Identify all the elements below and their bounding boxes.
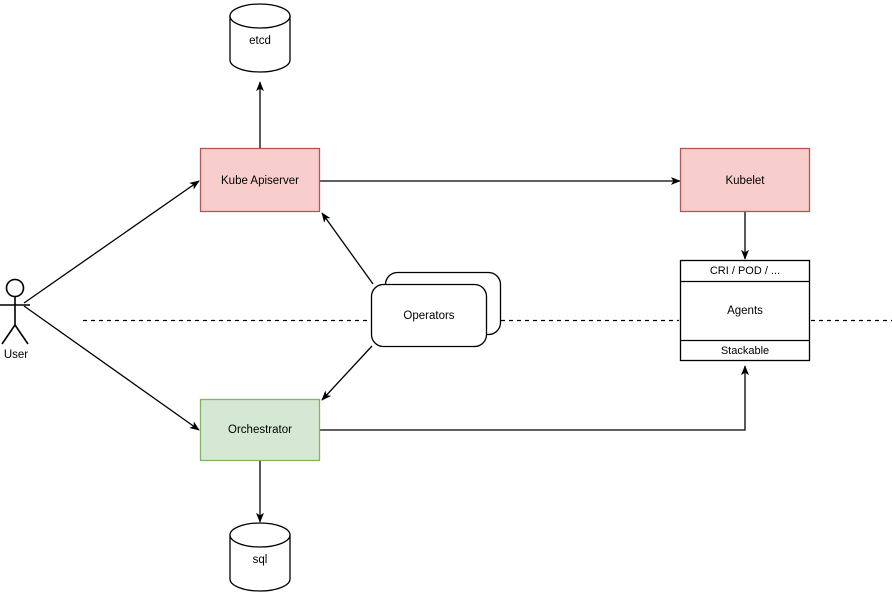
edge-layer	[23, 81, 749, 523]
sql-label: sql	[253, 554, 268, 566]
node-kubelet[interactable]: Kubelet	[679, 147, 811, 213]
agents-body-label: Agents	[727, 305, 763, 317]
etcd-cylinder-body	[229, 15, 291, 73]
node-agents[interactable]: CRI / POD / ... Agents Stackable	[679, 259, 811, 362]
user-label: User	[4, 349, 28, 361]
edge-user-to-orchestrator	[23, 305, 200, 431]
agents-outer-box	[679, 259, 811, 362]
kube-apiserver-box	[199, 147, 321, 213]
operators-label: Operators	[403, 310, 454, 322]
kube-apiserver-label: Kube Apiserver	[221, 175, 299, 187]
operators-stack-front	[370, 283, 488, 348]
node-orchestrator[interactable]: Orchestrator	[199, 398, 321, 462]
etcd-label: etcd	[249, 35, 271, 47]
user-leg-left	[1, 324, 16, 345]
sql-cylinder-body	[229, 534, 291, 592]
kubelet-label: Kubelet	[725, 175, 765, 187]
node-operators[interactable]: Operators	[370, 271, 502, 348]
edge-orchestrator-to-stackable	[320, 365, 749, 431]
node-etcd[interactable]: etcd	[229, 3, 291, 73]
orchestrator-label: Orchestrator	[228, 424, 292, 436]
edge-operators-to-kube-apiserver	[321, 212, 374, 285]
edge-operators-to-orchestrator	[321, 345, 373, 401]
etcd-cylinder-top	[229, 3, 291, 29]
user-head-icon	[5, 278, 25, 298]
sql-cylinder-top	[229, 522, 291, 548]
node-user[interactable]: User	[0, 278, 30, 362]
user-leg-right	[14, 324, 29, 345]
agents-footer-label: Stackable	[721, 345, 769, 357]
node-kube-apiserver[interactable]: Kube Apiserver	[199, 147, 321, 213]
kubelet-box	[679, 147, 811, 213]
orchestrator-box	[199, 398, 321, 462]
agents-header-label: CRI / POD / ...	[710, 265, 780, 277]
edge-user-to-kube-apiserver	[23, 180, 200, 304]
node-sql[interactable]: sql	[229, 522, 291, 592]
